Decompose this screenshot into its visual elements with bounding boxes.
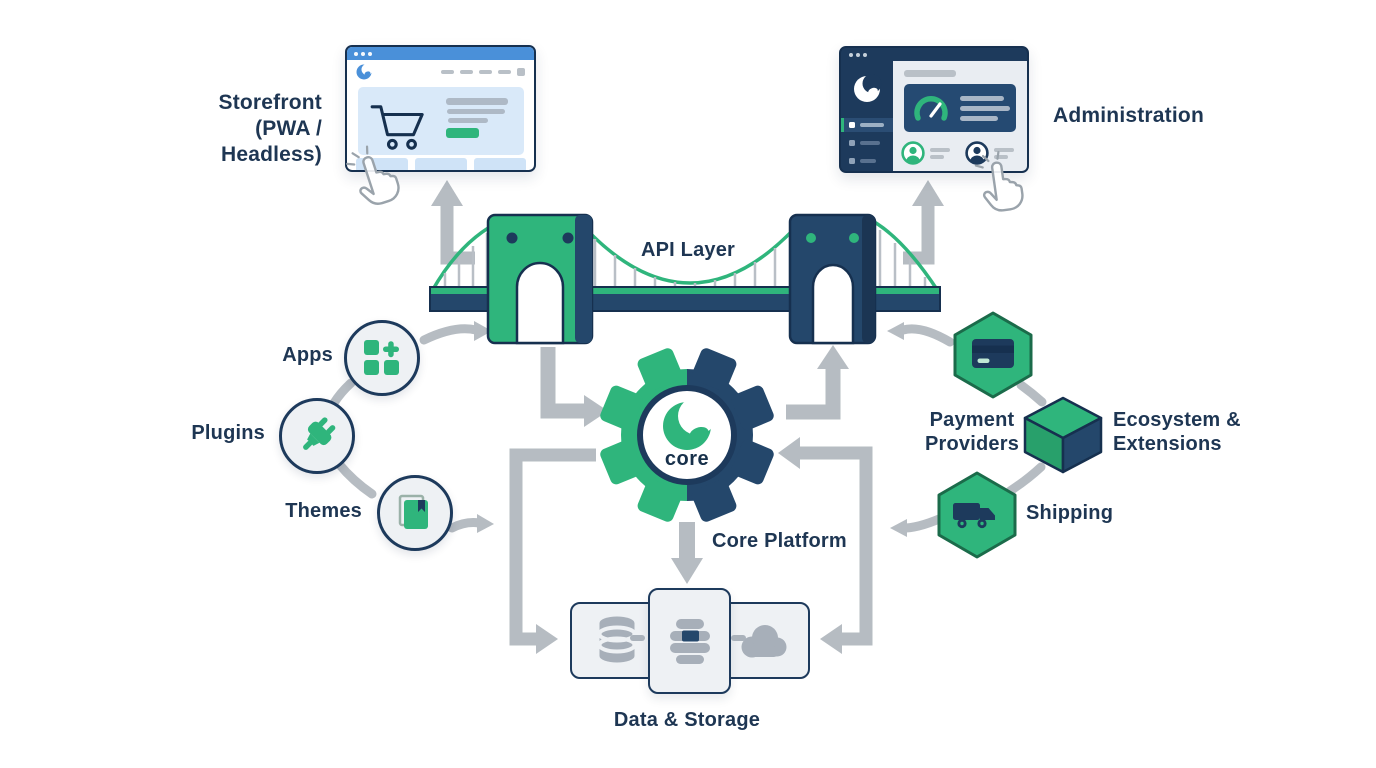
storefront-titlebar (347, 47, 534, 60)
storefront-navbar (347, 60, 534, 84)
ecosystem-node (1023, 396, 1103, 474)
search-engine-icon (669, 619, 710, 664)
core-gear-label: core (664, 448, 710, 470)
storefront-label-line1: Storefront (218, 91, 322, 114)
shopware-logo-icon (854, 74, 882, 102)
storage-connector (731, 635, 746, 641)
payment-providers-label: Payment Providers (907, 408, 1037, 456)
apps-label: Apps (282, 344, 333, 366)
user-avatar-icon (965, 141, 989, 165)
click-cursor-icon (346, 145, 400, 205)
admin-user-row (901, 141, 950, 165)
core-gear (598, 346, 776, 524)
admin-menu (841, 114, 893, 171)
administration-label: Administration (1053, 104, 1204, 127)
administration-window (839, 46, 1029, 173)
storefront-label-line2: (PWA / Headless) (220, 117, 322, 166)
database-icon (597, 616, 637, 662)
shipping-node (937, 471, 1017, 559)
admin-menu-item (841, 118, 893, 132)
truck-icon (953, 503, 995, 529)
payment-label-line2: Providers (924, 433, 1020, 455)
storage-connector (630, 635, 645, 641)
admin-user-row (965, 141, 1014, 165)
api-bridge-illustration (429, 213, 941, 345)
bridge-right-tower (788, 213, 877, 345)
user-avatar-icon (901, 141, 925, 165)
admin-content-area (893, 61, 1027, 171)
shopware-logo-icon (356, 64, 372, 80)
plugins-label: Plugins (191, 422, 265, 444)
window-controls (849, 53, 867, 57)
payment-label-line1: Payment (929, 409, 1015, 431)
storefront-window (345, 45, 536, 172)
ecosystem-label-line1: Ecosystem & (1113, 409, 1241, 431)
gauge-icon (914, 96, 948, 121)
payment-node (953, 311, 1033, 399)
data-storage-label: Data & Storage (613, 709, 761, 731)
core-platform-label: Core Platform (712, 530, 847, 552)
admin-menu-item (841, 154, 893, 168)
plugins-node (279, 398, 355, 474)
apps-grid-icon (364, 340, 399, 375)
storefront-label: Storefront (PWA / Headless) (168, 90, 322, 168)
cloud-icon (741, 624, 787, 657)
shipping-label: Shipping (1026, 502, 1114, 524)
book-icon (398, 494, 428, 529)
cube-icon (1023, 396, 1103, 474)
search-engine-box (648, 588, 731, 694)
admin-dashboard-card (904, 84, 1016, 132)
admin-menu-item (841, 136, 893, 150)
themes-node (377, 475, 453, 551)
ecosystem-extensions-label: Ecosystem & Extensions (1113, 408, 1241, 456)
bridge-left-tower (486, 213, 594, 345)
api-layer-label: API Layer (640, 239, 736, 261)
themes-label: Themes (285, 500, 362, 522)
admin-sidebar (841, 48, 893, 171)
storefront-hero-banner (358, 87, 524, 155)
shopware-swirl-icon (663, 397, 716, 450)
click-cursor-icon (974, 150, 1024, 212)
apps-node (344, 320, 420, 396)
plug-icon (303, 417, 336, 450)
cart-icon (370, 105, 424, 150)
credit-card-icon (972, 339, 1014, 368)
ecosystem-label-line2: Extensions (1113, 433, 1222, 455)
storefront-cta-button (446, 128, 479, 138)
